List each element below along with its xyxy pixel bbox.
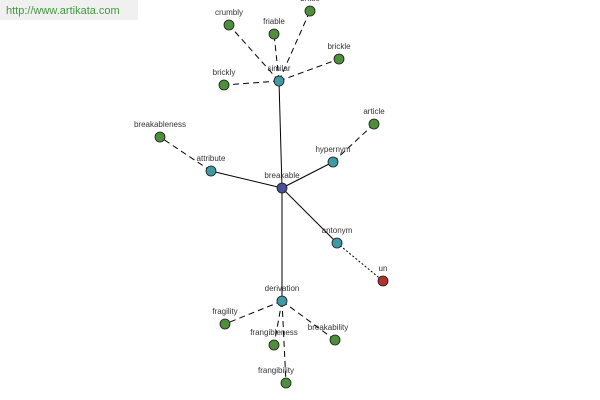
edge-derivation-breakability [281, 300, 336, 341]
node-circle-breakableness[interactable] [154, 131, 166, 143]
edge-breakable-antonym [281, 187, 338, 244]
node-circle-brickly[interactable] [218, 79, 230, 91]
edge-derivation-frangibleness [273, 300, 283, 346]
node-circle-frangibleness[interactable] [268, 339, 280, 351]
edge-breakable-similar [278, 80, 283, 189]
node-label-breakableness: breakableness [134, 120, 186, 129]
node-label-brickly: brickly [213, 68, 236, 77]
node-similar[interactable]: similar [267, 64, 291, 87]
node-circle-derivation[interactable] [276, 295, 288, 307]
node-circle-frangibility[interactable] [280, 377, 292, 389]
node-label-hypernym: hypernym [315, 145, 350, 154]
node-label-article: article [363, 107, 385, 116]
edge-breakable-attribute [210, 170, 283, 189]
edge-derivation-fragility [224, 300, 283, 325]
node-article[interactable]: article [363, 107, 385, 130]
node-label-crumbly: crumbly [215, 8, 243, 17]
edge-breakable-hypernym [281, 161, 334, 189]
node-label-brickle: brickle [327, 42, 351, 51]
node-brickly[interactable]: brickly [213, 68, 236, 91]
node-circle-un[interactable] [377, 275, 389, 287]
node-label-derivation: derivation [265, 284, 300, 293]
node-circle-crumbly[interactable] [223, 19, 235, 31]
node-label-frangibleness: frangibleness [250, 328, 298, 337]
node-label-frangibility: frangibility [258, 366, 294, 375]
node-circle-article[interactable] [368, 118, 380, 130]
node-circle-brickle[interactable] [333, 53, 345, 65]
node-fragility[interactable]: fragility [212, 307, 238, 330]
node-label-antonym: antonym [322, 226, 353, 235]
node-label-similar: similar [267, 64, 290, 73]
edge-derivation-frangibility [281, 300, 287, 384]
edges-layer [159, 10, 384, 384]
node-circle-breakable[interactable] [276, 182, 288, 194]
node-crumbly[interactable]: crumbly [215, 8, 243, 31]
edge-antonym-un [336, 242, 384, 282]
edge-attribute-breakableness [159, 136, 212, 172]
node-label-fragility: fragility [212, 307, 237, 316]
node-circle-brittle[interactable] [304, 5, 316, 17]
node-circle-similar[interactable] [273, 75, 285, 87]
edge-similar-brickle [278, 58, 340, 82]
edge-hypernym-article [332, 123, 375, 163]
node-breakable[interactable]: breakable [264, 171, 300, 194]
nodes-layer: breakable similar attribute hypernym antonym… [134, 0, 389, 389]
edge-similar-crumbly [228, 24, 280, 82]
edge-similar-brickly [223, 80, 280, 86]
node-un[interactable]: un [377, 264, 389, 287]
watermark: http://www.artikata.com [0, 0, 138, 20]
node-brickle[interactable]: brickle [327, 42, 351, 65]
node-friable[interactable]: friable [263, 17, 285, 40]
node-circle-fragility[interactable] [219, 318, 231, 330]
node-label-brittle: brittle [300, 0, 320, 3]
node-derivation[interactable]: derivation [265, 284, 300, 307]
node-frangibility[interactable]: frangibility [258, 366, 294, 389]
node-breakability[interactable]: breakability [308, 323, 348, 346]
node-circle-hypernym[interactable] [327, 156, 339, 168]
node-hypernym[interactable]: hypernym [315, 145, 351, 168]
node-label-friable: friable [263, 17, 285, 26]
node-label-breakable: breakable [264, 171, 300, 180]
node-circle-breakability[interactable] [329, 334, 341, 346]
node-frangibleness[interactable]: frangibleness [250, 328, 298, 351]
node-circle-attribute[interactable] [205, 165, 217, 177]
node-label-breakability: breakability [308, 323, 348, 332]
node-breakableness[interactable]: breakableness [134, 120, 186, 143]
node-label-attribute: attribute [197, 154, 226, 163]
node-attribute[interactable]: attribute [197, 154, 226, 177]
node-circle-friable[interactable] [268, 28, 280, 40]
edge-similar-brittle [278, 10, 311, 82]
node-brittle[interactable]: brittle [300, 0, 320, 17]
node-circle-antonym[interactable] [331, 237, 343, 249]
node-label-un: un [379, 264, 388, 273]
edge-similar-friable [273, 33, 280, 82]
node-antonym[interactable]: antonym [322, 226, 353, 249]
